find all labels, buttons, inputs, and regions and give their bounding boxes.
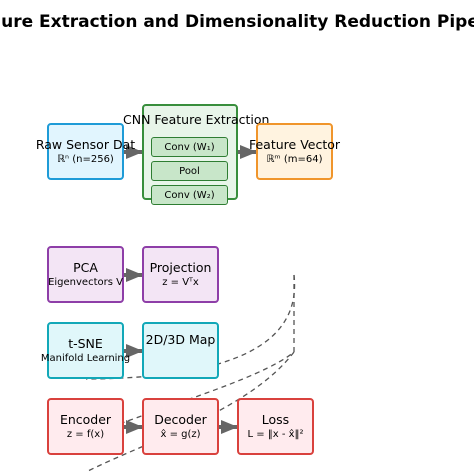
feature-vector-label: Feature Vector (248, 137, 341, 153)
raw-sensor-data-box: Raw Sensor Dat ℝⁿ (n=256) (36, 123, 135, 180)
cnn-feature-extraction-label: CNN Feature Extraction (123, 112, 270, 127)
loss-label: Loss (261, 412, 290, 428)
raw-sensor-data-label: Raw Sensor Dat (35, 137, 136, 153)
decoder-sub: x̂ = g(z) (160, 428, 201, 440)
pca-label: PCA (73, 260, 98, 276)
feature-vector-sub: ℝᵐ (m=64) (266, 153, 323, 165)
map-box: 2D/3D Map (142, 322, 219, 379)
title-container: ure Extraction and Dimensionality Reduct… (0, 0, 474, 40)
arrow-pca-to-projection (124, 268, 143, 282)
feature-vector-box: Feature Vector ℝᵐ (m=64) (249, 123, 340, 180)
tsne-sub: Manifold Learning (40, 352, 131, 364)
arrow-tsne-to-map (124, 344, 143, 358)
projection-label: Projection (149, 260, 212, 276)
arrow-raw-to-cnn (124, 145, 143, 159)
pca-sub: Eigenvectors V (48, 276, 123, 288)
loss-sub: L = ‖x - x̂‖² (247, 428, 304, 440)
arrow-cnn-to-feature (238, 145, 257, 159)
cnn-stage-pool: Pool (151, 161, 228, 181)
projection-sub: z = Vᵀx (162, 276, 199, 288)
loss-box: Loss L = ‖x - x̂‖² (237, 398, 314, 455)
encoder-sub: z = f(x) (66, 428, 105, 440)
raw-sensor-data-sub: ℝⁿ (n=256) (57, 153, 114, 165)
arrow-encoder-to-decoder (124, 420, 143, 434)
encoder-box: Encoder z = f(x) (47, 398, 124, 455)
cnn-stage-conv1: Conv (W₁) (151, 137, 228, 157)
projection-box: Projection z = Vᵀx (142, 246, 219, 303)
tsne-label: t-SNE (68, 336, 103, 352)
map-label: 2D/3D Map (145, 332, 216, 347)
arrow-decoder-to-loss (219, 420, 238, 434)
decoder-box: Decoder x̂ = g(z) (142, 398, 219, 455)
cnn-stage-conv2: Conv (W₂) (151, 185, 228, 205)
decoder-label: Decoder (154, 412, 207, 428)
diagram-title: ure Extraction and Dimensionality Reduct… (1, 12, 474, 32)
pca-box: PCA Eigenvectors V (47, 246, 124, 303)
encoder-label: Encoder (59, 412, 112, 428)
tsne-box: t-SNE Manifold Learning (41, 322, 130, 379)
